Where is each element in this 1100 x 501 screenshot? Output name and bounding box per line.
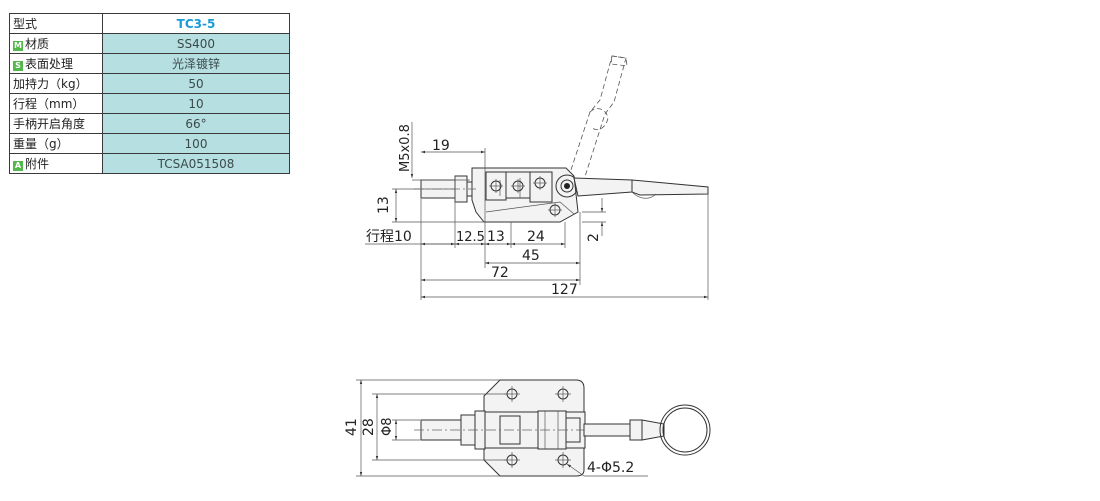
mounting-holes (504, 386, 571, 468)
dim-thread: M5x0.8 (398, 124, 413, 172)
spec-label-cell: 行程（mm） (9, 93, 103, 114)
dim-stroke: 行程10 (366, 229, 412, 245)
spec-row: 加持力（kg） 50 (9, 73, 290, 94)
spec-label: 附件 (25, 157, 50, 171)
top-extension-lines (356, 379, 506, 477)
dim-2: 2 (586, 233, 602, 242)
spec-label-cell: 加持力（kg） (9, 73, 103, 94)
spec-label: 加持力（kg） (13, 77, 88, 91)
clamp-handle-raised (565, 55, 628, 187)
dim-13: 13 (487, 229, 505, 245)
spec-row: 手柄开启角度 66° (9, 113, 290, 134)
spec-value-surface: 光泽镀锌 (102, 53, 290, 74)
spec-label: 材质 (25, 37, 50, 51)
dim-45: 45 (522, 248, 540, 264)
spec-value-force: 50 (102, 73, 290, 94)
top-dimension-labels: 41 28 Φ8 4-Φ5.2 (344, 417, 634, 476)
dimension-lines (365, 122, 708, 299)
spec-label: 行程（mm） (13, 97, 85, 111)
dim-13-vertical: 13 (376, 196, 392, 214)
spec-value-weight: 100 (102, 133, 290, 154)
top-dimension-lines (359, 380, 648, 477)
spec-label-cell: 手柄开启角度 (9, 113, 103, 134)
spec-row: 行程（mm） 10 (9, 93, 290, 114)
spec-value-model: TC3-5 (102, 13, 290, 34)
top-handle (583, 404, 711, 456)
dim-holes: 4-Φ5.2 (587, 460, 634, 476)
spec-label-cell: 重量（g） (9, 133, 103, 154)
dim-phi8: Φ8 (380, 417, 395, 436)
spec-value-material: SS400 (102, 33, 290, 54)
spec-value-angle: 66° (102, 113, 290, 134)
dim-127: 127 (551, 282, 578, 298)
dim-19: 19 (432, 138, 450, 154)
spec-value-accessory: TCSA051508 (102, 153, 290, 174)
dim-12-5: 12.5 (456, 230, 485, 245)
top-plunger (414, 410, 600, 450)
spec-row: 型式 TC3-5 (9, 13, 290, 34)
spec-label: 手柄开启角度 (13, 117, 86, 131)
spec-label: 重量（g） (13, 137, 69, 151)
spec-label: 表面处理 (25, 57, 74, 71)
accessory-badge-icon: A (13, 161, 23, 171)
extension-lines (392, 148, 709, 300)
spec-row: 重量（g） 100 (9, 133, 290, 154)
dimension-labels: M5x0.8 19 13 行程10 12.5 13 24 2 45 72 127 (366, 124, 602, 298)
side-view: M5x0.8 19 13 行程10 12.5 13 24 2 45 72 127 (365, 55, 709, 300)
spec-value-stroke: 10 (102, 93, 290, 114)
pivot-pins (489, 176, 562, 217)
dim-41: 41 (344, 418, 360, 436)
material-badge-icon: M (13, 41, 23, 51)
dim-72: 72 (491, 265, 509, 281)
dim-24: 24 (527, 229, 545, 245)
spec-label-cell: 型式 (9, 13, 103, 34)
surface-badge-icon: S (13, 61, 23, 71)
dim-28: 28 (361, 418, 377, 436)
spec-label: 型式 (13, 17, 38, 31)
clamp-handle-closed (555, 174, 709, 199)
top-view: 41 28 Φ8 4-Φ5.2 (344, 379, 711, 477)
